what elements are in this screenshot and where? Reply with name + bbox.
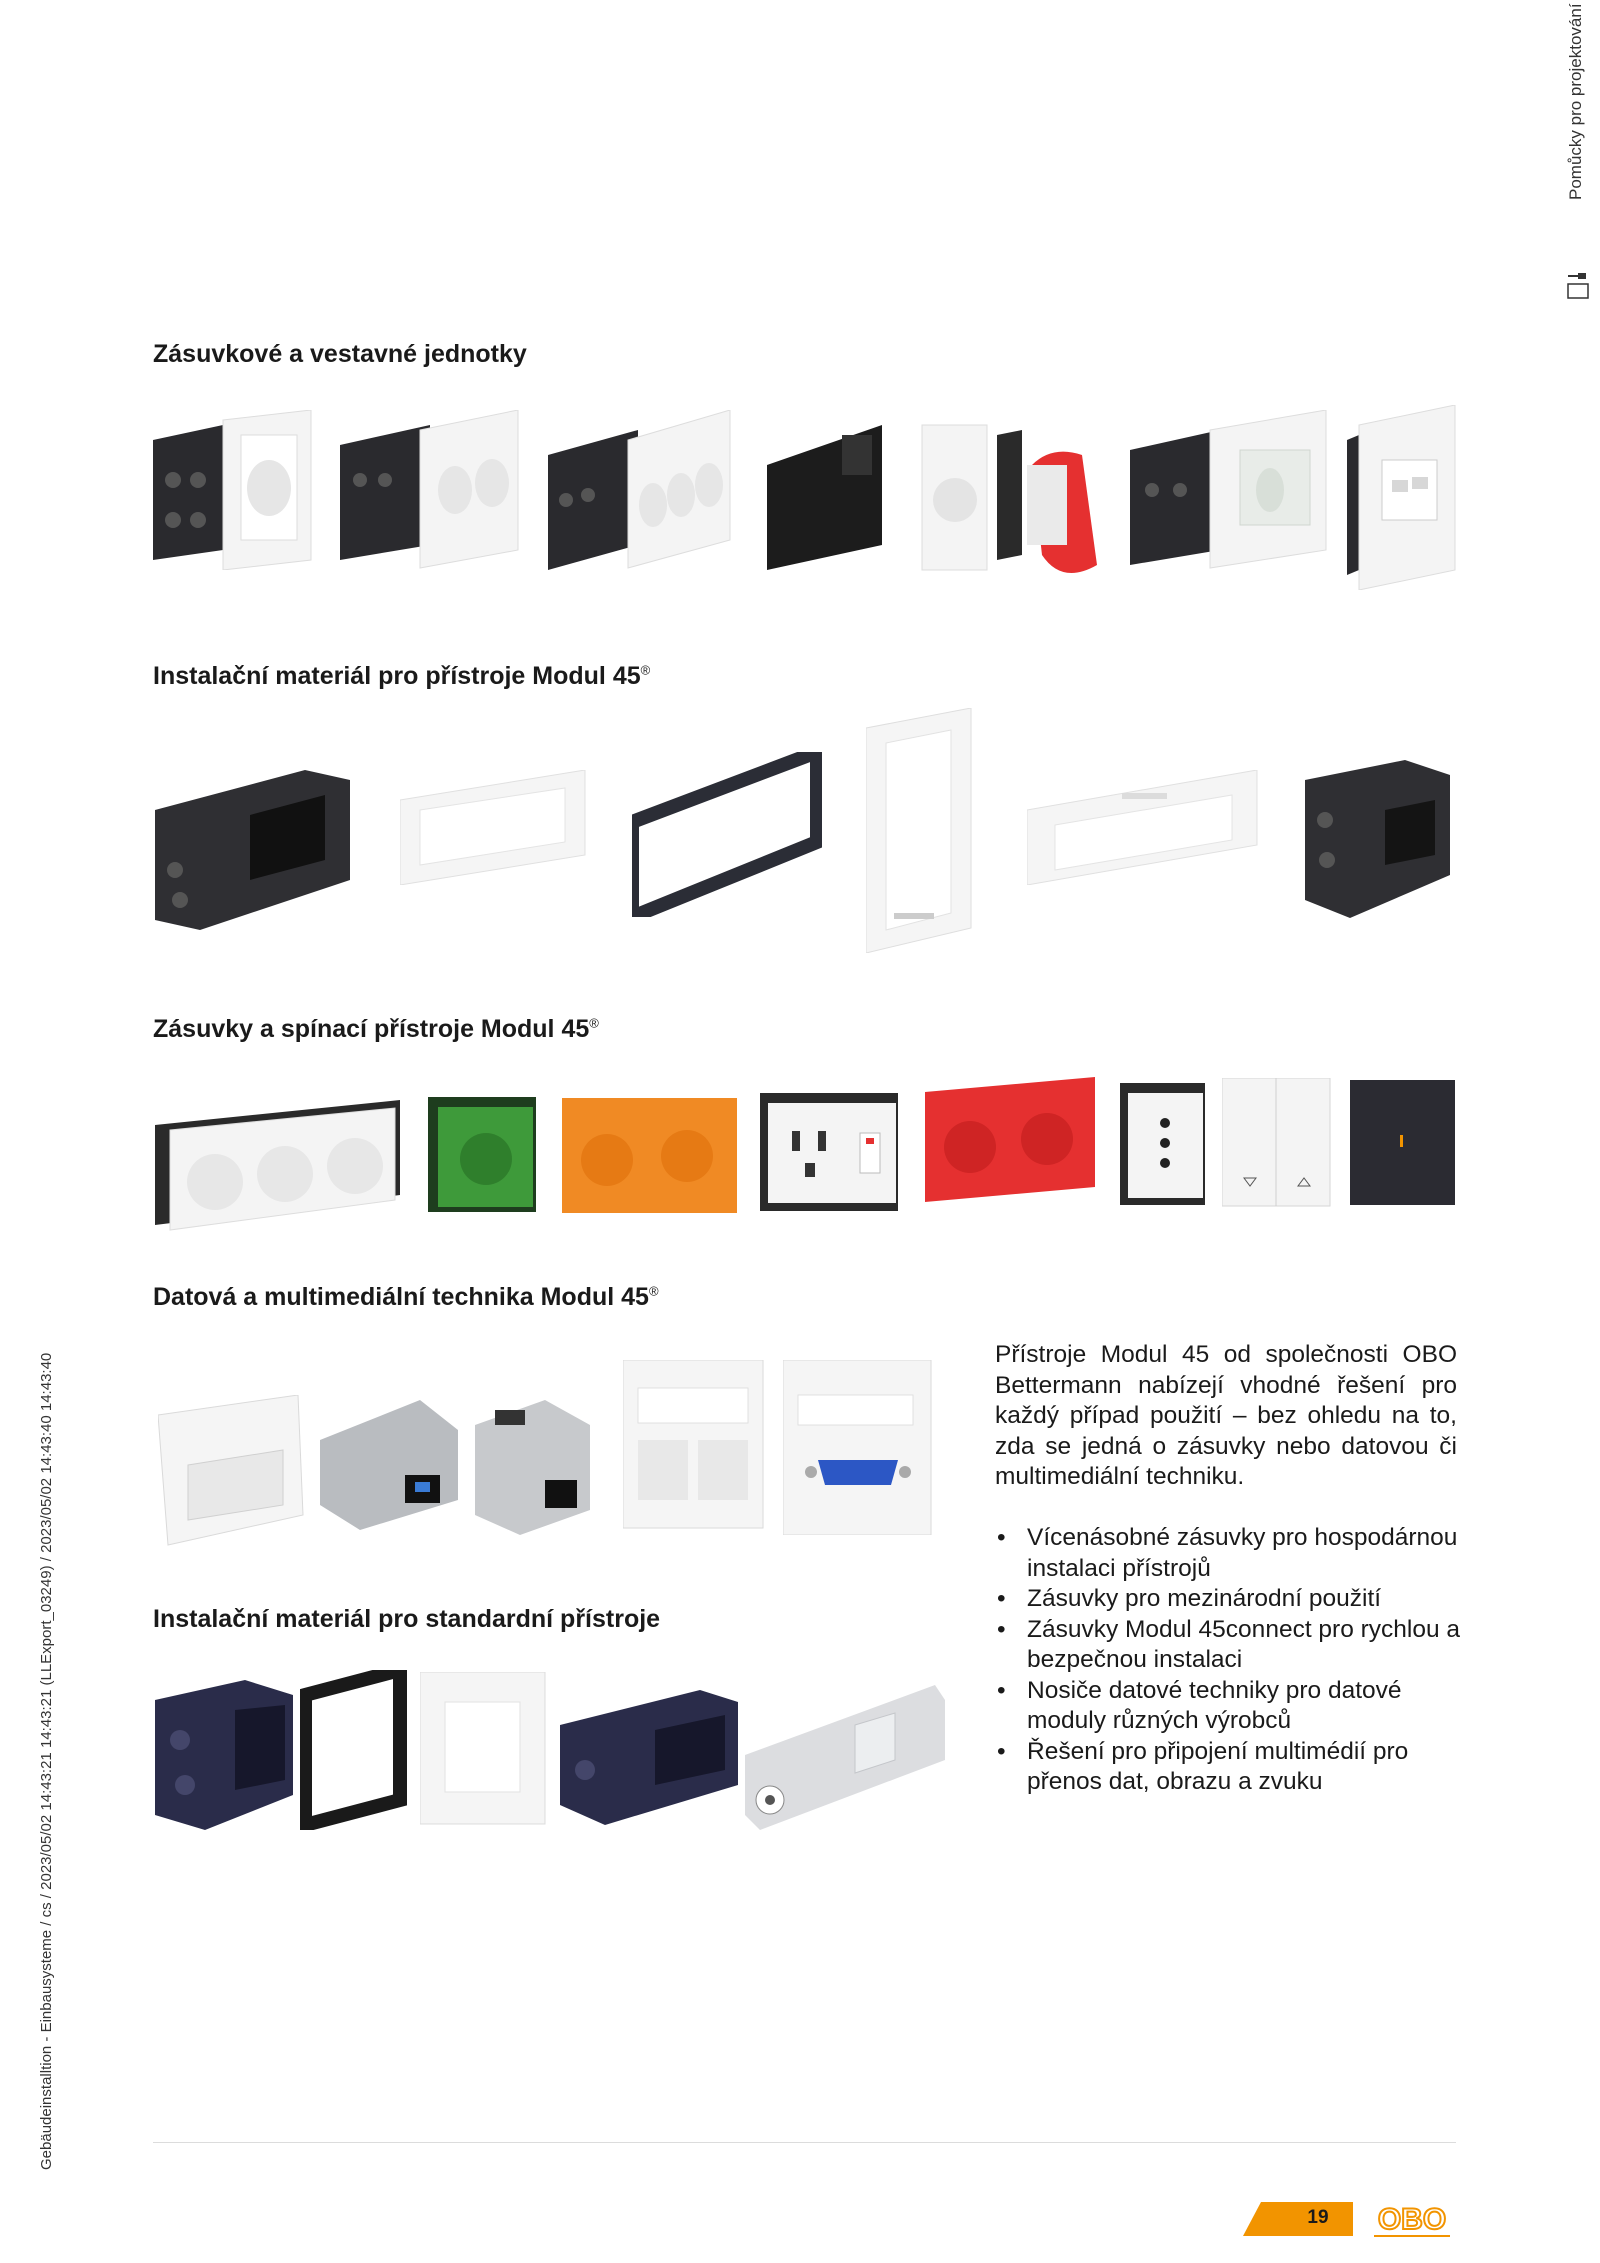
product-modul45-support-frame <box>632 752 822 917</box>
product-modul45-box <box>155 770 350 930</box>
side-label-right-text: Pomůcky pro projektování <box>1566 3 1585 200</box>
product-angled-data-outlet <box>158 1395 304 1546</box>
footer-divider <box>153 2142 1456 2143</box>
feature-item: Zásuvky Modul 45connect pro rychlou a be… <box>995 1615 1465 1676</box>
feature-list: Vícenásobné zásuvky pro hospodárnou inst… <box>995 1523 1465 1798</box>
section-title-zasuvkove: Zásuvkové a vestavné jednotky <box>153 340 527 368</box>
section-title-instalacni-modul45: Instalační materiál pro přístroje Modul … <box>153 662 651 690</box>
section-title-datova-modul45: Datová a multimediální technika Modul 45… <box>153 1283 659 1311</box>
product-italian-socket <box>1120 1083 1205 1205</box>
product-triple-schuko-socket <box>155 1100 400 1231</box>
feature-item: Nosiče datové techniky pro datové moduly… <box>995 1676 1465 1737</box>
product-light-box <box>1130 410 1327 569</box>
product-modul45-frame <box>400 770 586 885</box>
product-orange-double-socket <box>562 1098 737 1213</box>
product-keystone-module-1 <box>320 1400 458 1530</box>
product-vga-outlet <box>783 1360 932 1535</box>
product-red-double-socket <box>925 1077 1095 1202</box>
feature-item: Vícenásobné zásuvky pro hospodárnou inst… <box>995 1523 1465 1584</box>
product-standard-box <box>155 1680 293 1830</box>
feature-item: Řešení pro připojení multimédií pro přen… <box>995 1737 1465 1798</box>
page-number: 19 <box>1307 2207 1329 2228</box>
product-dual-data-outlet <box>623 1360 764 1529</box>
page-number-tab <box>1243 2202 1353 2236</box>
product-anthracite-switch <box>1350 1080 1455 1205</box>
product-data-box <box>1347 405 1456 590</box>
product-green-socket <box>428 1097 536 1212</box>
product-standard-double-box <box>560 1690 738 1825</box>
side-label-right: Pomůcky pro projektování <box>1566 3 1588 200</box>
product-modul45-vertical-frame <box>866 708 972 953</box>
product-modul45-label-frame <box>1027 770 1258 885</box>
section-title-zasuvky-modul45: Zásuvky a spínací přístroje Modul 45® <box>153 1015 599 1043</box>
product-socket-box-2 <box>340 410 519 569</box>
intro-paragraph: Přístroje Modul 45 od společnosti OBO Be… <box>995 1341 1457 1490</box>
product-socket-box-1 <box>153 410 312 570</box>
obo-logo-text: OBO <box>1378 2203 1446 2236</box>
product-modul45-cube-box <box>1305 760 1450 918</box>
feature-item: Zásuvky pro mezinárodní použití <box>995 1584 1465 1615</box>
product-exploded-cee-socket <box>767 424 1097 573</box>
product-multimedia-connector <box>745 1685 945 1830</box>
product-blind-switch <box>1222 1078 1331 1207</box>
obo-logo: OBO <box>1374 2202 1450 2237</box>
product-socket-box-3 <box>548 410 731 570</box>
side-label-left: Gebäudeinstalltion - Einbausysteme / cs … <box>38 1352 55 2170</box>
product-uk-socket <box>760 1093 898 1211</box>
tools-icon <box>1567 273 1589 299</box>
product-standard-frame <box>420 1672 546 1825</box>
product-standard-support-frame <box>300 1670 407 1830</box>
section-title-instalacni-standard: Instalační materiál pro standardní příst… <box>153 1605 661 1633</box>
product-keystone-module-2 <box>475 1400 590 1535</box>
